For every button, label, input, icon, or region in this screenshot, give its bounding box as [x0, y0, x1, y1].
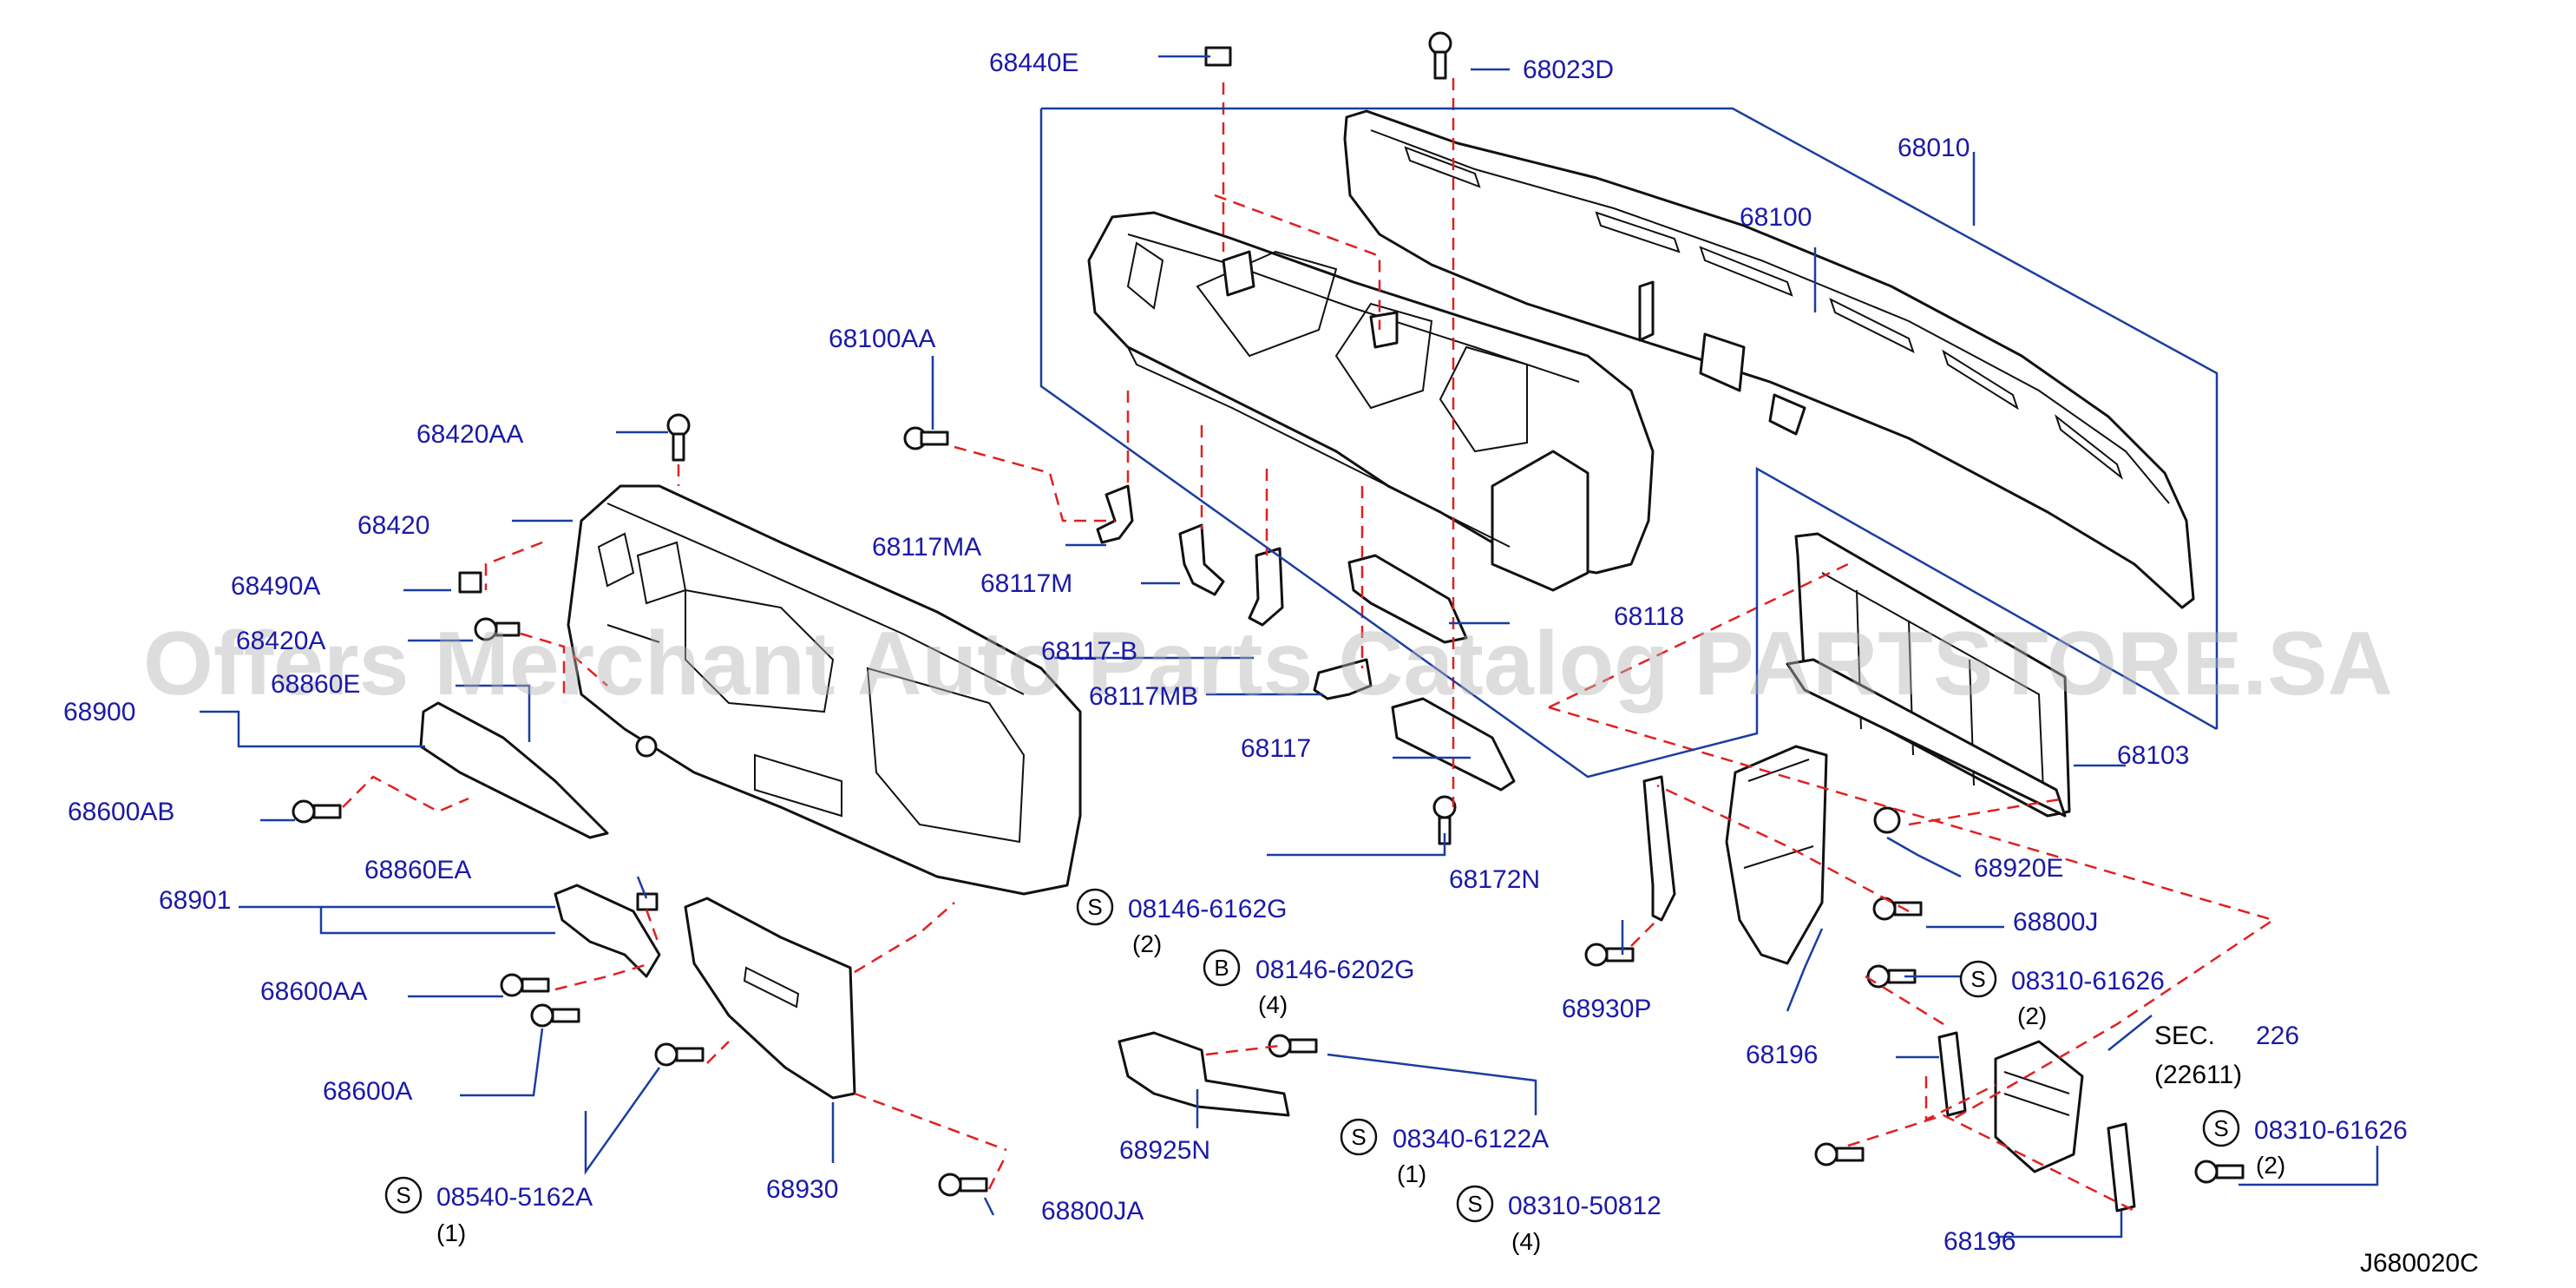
fastener-symbol: S	[2213, 1115, 2228, 1141]
callout-68196-upper[interactable]: 68196	[1746, 1041, 1818, 1069]
fastener-symbol: S	[1970, 966, 1985, 992]
callout-68860E[interactable]: 68860E	[271, 670, 360, 699]
fastener-qty: (4)	[1258, 991, 1288, 1018]
callout-68117MA[interactable]: 68117MA	[872, 533, 981, 562]
assembly-dashed-lines	[342, 78, 2276, 1212]
cover-68901	[554, 884, 661, 978]
section-prefix: SEC.	[2154, 1022, 2215, 1050]
fastener-symbol: S	[1087, 894, 1102, 920]
fastener-symbol: S	[1351, 1124, 1366, 1150]
watermark-text: Offers Merchant Auto Parts Catalog PARTS…	[143, 614, 2393, 714]
callout-68117MB[interactable]: 68117MB	[1089, 682, 1198, 711]
fastener-part-number: 08310-50812	[1508, 1192, 1662, 1220]
fastener-qty: (2)	[2256, 1152, 2285, 1179]
fastener-qty: (1)	[436, 1219, 466, 1246]
fastener-08540-5162A[interactable]: S 08540-5162A (1)	[384, 1176, 593, 1246]
fastener-08146-6162G[interactable]: S 08146-6162G (2)	[1076, 888, 1288, 957]
diagram-code: J680020C	[2360, 1249, 2479, 1278]
fastener-symbol: B	[1214, 955, 1229, 981]
fastener-08340-6122A[interactable]: S 08340-6122A (1)	[1340, 1118, 1549, 1187]
callout-68490A[interactable]: 68490A	[231, 572, 320, 601]
bracket-68118	[1347, 554, 1468, 644]
upper-dash-panel-68100	[1343, 109, 2195, 609]
lower-trim-68900	[419, 701, 609, 839]
callout-68117-B[interactable]: 68117-B	[1041, 637, 1137, 666]
dash-frame-68010	[1087, 211, 1655, 592]
leader-lines	[200, 55, 2379, 1239]
bracket-68117M	[1178, 523, 1225, 596]
support-stay-68103	[1786, 532, 2071, 818]
callout-68900[interactable]: 68900	[63, 698, 135, 726]
callout-68100[interactable]: 68100	[1740, 203, 1812, 232]
fastener-part-number: 08146-6162G	[1128, 895, 1288, 923]
callout-68100AA[interactable]: 68100AA	[829, 325, 935, 353]
section-reference[interactable]: SEC. 226 (22611)	[2154, 1022, 2299, 1089]
fastener-qty: (1)	[1397, 1160, 1426, 1187]
section-sub-ref: (22611)	[2154, 1061, 2242, 1089]
fastener-qty: (2)	[2017, 1002, 2047, 1029]
fastener-qty: (2)	[1132, 930, 1162, 957]
bracket-68117MB	[1313, 658, 1373, 700]
fastener-08310-61626-lower[interactable]: S 08310-61626 (2)	[2202, 1109, 2408, 1179]
section-number[interactable]: 226	[2256, 1022, 2299, 1050]
fastener-part-number: 08310-61626	[2011, 967, 2165, 996]
callout-68860EA[interactable]: 68860EA	[364, 856, 471, 884]
fastener-part-number: 08310-61626	[2254, 1116, 2408, 1145]
fastener-08310-50812[interactable]: S 08310-50812 (4)	[1456, 1185, 1662, 1255]
callout-68800JA[interactable]: 68800JA	[1041, 1197, 1144, 1226]
cluster-finisher-68420	[567, 484, 1082, 896]
bracket-68925N	[1118, 1031, 1290, 1117]
callout-68920E[interactable]: 68920E	[1974, 854, 2063, 883]
fastener-part-number: 08540-5162A	[436, 1183, 593, 1212]
fastener-symbol: S	[1467, 1191, 1482, 1217]
callout-68117M[interactable]: 68117M	[980, 569, 1072, 598]
callout-68023D[interactable]: 68023D	[1523, 56, 1614, 84]
callout-68440E[interactable]: 68440E	[989, 49, 1078, 77]
callout-68420A[interactable]: 68420A	[236, 627, 325, 655]
fastener-08310-61626-upper[interactable]: S 08310-61626 (2)	[1959, 960, 2165, 1029]
callout-68600AA[interactable]: 68600AA	[260, 977, 367, 1006]
callout-68800J[interactable]: 68800J	[2013, 908, 2098, 936]
fastener-08146-6202G[interactable]: B 08146-6202G (4)	[1203, 949, 1415, 1018]
callout-68118[interactable]: 68118	[1614, 602, 1684, 631]
callout-labels: 68440E 68023D 68010 68100 68100AA 68420A…	[63, 49, 2189, 1256]
callout-68420[interactable]: 68420	[357, 511, 429, 540]
fastener-callouts: S 08146-6162G (2) B 08146-6202G (4) S 08…	[384, 888, 2408, 1255]
callout-68196-lower[interactable]: 68196	[1943, 1227, 2016, 1256]
callout-68901[interactable]: 68901	[159, 886, 231, 915]
fastener-qty: (4)	[1511, 1228, 1541, 1255]
callout-68925N[interactable]: 68925N	[1119, 1136, 1210, 1165]
fastener-symbol: S	[396, 1182, 410, 1208]
bracket-68117MA	[1096, 484, 1134, 544]
fastener-part-number: 08146-6202G	[1255, 956, 1415, 984]
callout-68420AA[interactable]: 68420AA	[416, 420, 523, 449]
harness-plate-68930P	[1725, 745, 1828, 965]
callout-68930P[interactable]: 68930P	[1562, 995, 1651, 1023]
lower-cover-68930	[684, 897, 856, 1100]
callout-68172N[interactable]: 68172N	[1449, 865, 1540, 894]
bracket-68117-B	[1248, 547, 1284, 627]
callout-68117[interactable]: 68117	[1241, 734, 1311, 763]
bracket-68196-lower	[1937, 1031, 2136, 1212]
callout-68930[interactable]: 68930	[766, 1175, 838, 1204]
bracket-68196-upper	[1642, 775, 1676, 922]
callout-68600A[interactable]: 68600A	[323, 1077, 412, 1106]
callout-68600AB[interactable]: 68600AB	[68, 798, 174, 826]
callout-68103[interactable]: 68103	[2117, 741, 2189, 770]
callout-68010[interactable]: 68010	[1898, 134, 1970, 162]
fastener-part-number: 08340-6122A	[1393, 1125, 1549, 1153]
ecu-module	[1994, 1040, 2084, 1173]
